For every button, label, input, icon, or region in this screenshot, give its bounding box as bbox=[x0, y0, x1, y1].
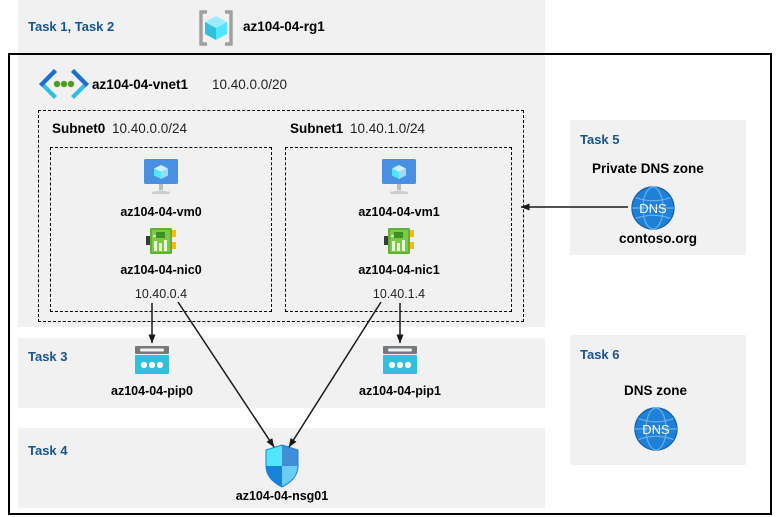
resource-group-name: az104-04-rg1 bbox=[243, 19, 325, 34]
network-interface-icon bbox=[145, 226, 178, 257]
virtual-machine-icon bbox=[377, 157, 421, 197]
private-dns-heading: Private DNS zone bbox=[592, 161, 704, 176]
subnet1-name: Subnet1 bbox=[290, 121, 344, 136]
dns-icon-text: DNS bbox=[642, 422, 670, 437]
public-ip-panel bbox=[18, 338, 545, 408]
public-ip-address-icon bbox=[133, 345, 171, 378]
nic1-ip: 10.40.1.4 bbox=[372, 287, 426, 301]
nic0-label: az104-04-nic0 bbox=[120, 263, 202, 277]
virtual-machine-icon bbox=[139, 157, 183, 197]
vm1-label: az104-04-vm1 bbox=[358, 205, 440, 219]
public-ip-address-icon bbox=[381, 345, 419, 378]
dns-globe-icon: DNS bbox=[633, 406, 679, 452]
virtual-network-icon bbox=[38, 69, 90, 99]
task-label-1-2: Task 1, Task 2 bbox=[28, 19, 115, 34]
nsg-label: az104-04-nsg01 bbox=[235, 489, 329, 503]
dns-icon-text: DNS bbox=[639, 201, 667, 216]
pip1-label: az104-04-pip1 bbox=[359, 384, 441, 398]
vnet-panel bbox=[18, 55, 545, 327]
nic1-label: az104-04-nic1 bbox=[358, 263, 440, 277]
subnet0-boundary bbox=[50, 147, 272, 312]
vm0-label: az104-04-vm0 bbox=[120, 205, 202, 219]
task-label-6: Task 6 bbox=[580, 347, 620, 362]
vnet-address-space: 10.40.0.0/20 bbox=[212, 77, 288, 92]
task-label-3: Task 3 bbox=[28, 349, 68, 364]
task-label-5: Task 5 bbox=[580, 132, 620, 147]
subnet1-boundary bbox=[285, 147, 512, 312]
vnet-name: az104-04-vnet1 bbox=[92, 77, 189, 92]
private-dns-zone-name: contoso.org bbox=[619, 231, 697, 246]
resource-group-header-panel bbox=[18, 0, 545, 53]
dns-globe-icon: DNS bbox=[630, 185, 676, 231]
nic0-ip: 10.40.0.4 bbox=[134, 287, 188, 301]
resource-group-cube-icon bbox=[196, 8, 236, 48]
network-security-group-shield-icon bbox=[264, 444, 300, 488]
network-interface-icon bbox=[383, 226, 416, 257]
task-label-4: Task 4 bbox=[28, 443, 68, 458]
pip0-label: az104-04-pip0 bbox=[111, 384, 193, 398]
subnet1-address-prefix: 10.40.1.0/24 bbox=[350, 121, 426, 136]
public-dns-heading: DNS zone bbox=[624, 383, 688, 398]
resource-group-boundary bbox=[8, 53, 772, 515]
subnet0-address-prefix: 10.40.0.0/24 bbox=[112, 121, 188, 136]
vnet-subnets-boundary bbox=[38, 110, 524, 322]
subnet0-name: Subnet0 bbox=[52, 121, 106, 136]
